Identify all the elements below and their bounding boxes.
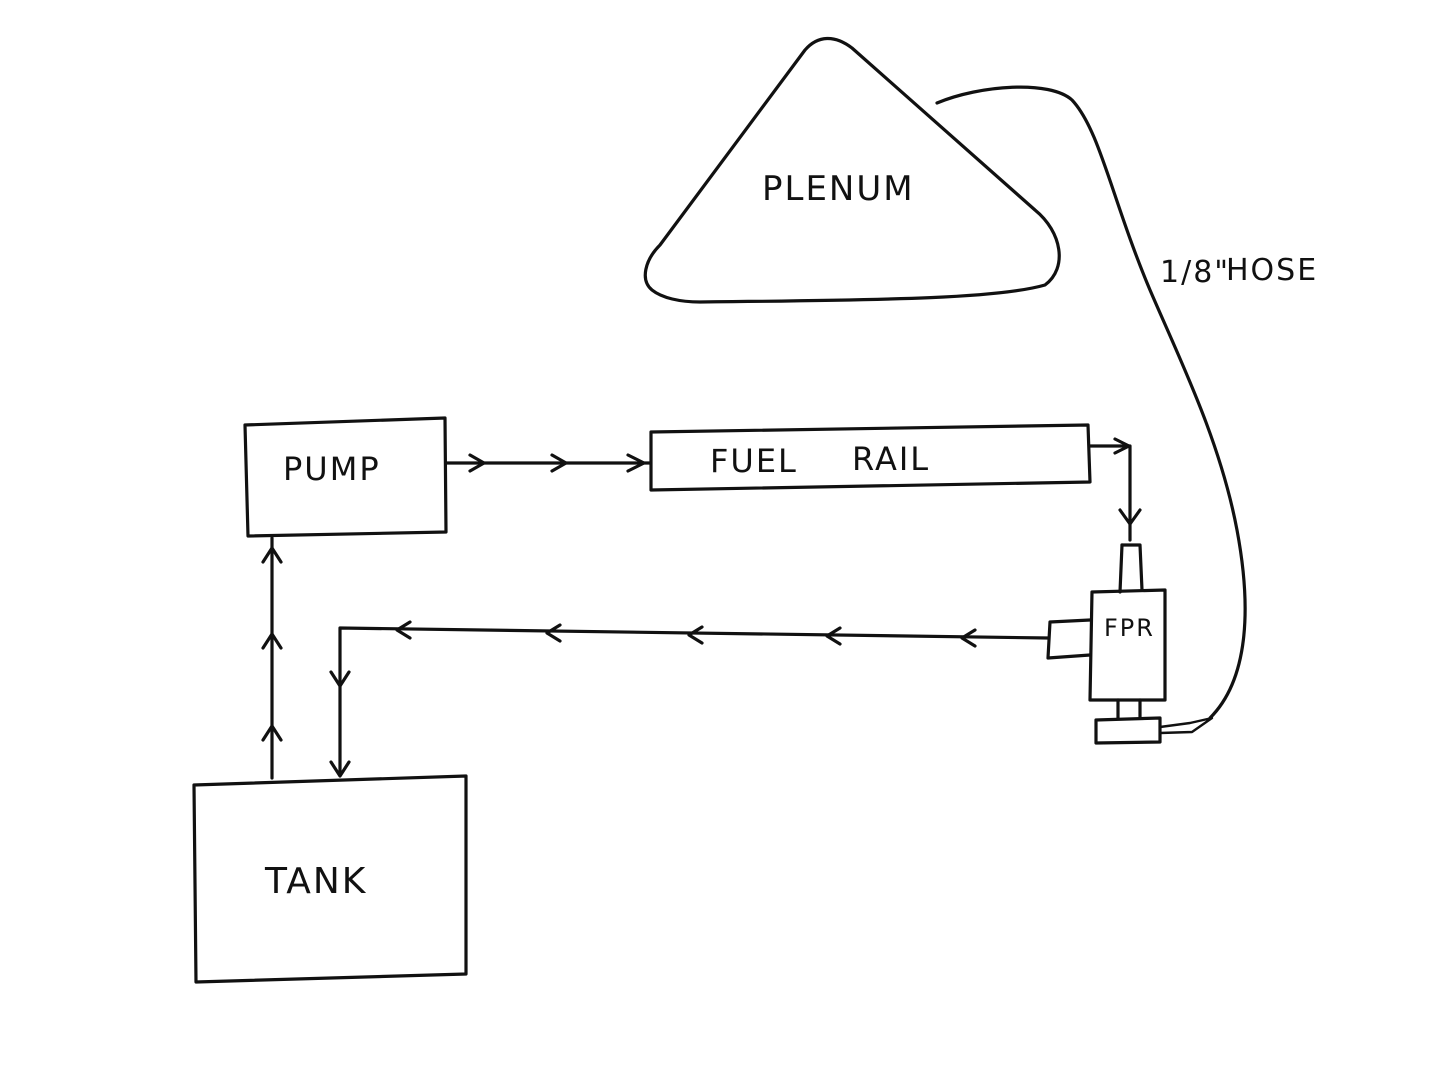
hose-fitting xyxy=(1158,716,1214,735)
rail-to-fpr-arrow-down xyxy=(1118,508,1142,526)
rail-to-fpr-line xyxy=(1088,444,1132,542)
hose-label: HOSE xyxy=(1226,253,1318,288)
rail-to-fpr-arrow-right xyxy=(1113,437,1131,455)
return-arrow-1 xyxy=(960,628,977,648)
tank-label: TANK xyxy=(264,861,367,902)
pump-to-rail-arrow-2 xyxy=(550,453,568,473)
tank-box xyxy=(192,774,468,984)
return-arrow-2 xyxy=(825,626,842,646)
fpr-inlet-nozzle-left xyxy=(1118,543,1124,594)
fuel-rail-label-rail: RAIL xyxy=(852,440,930,478)
fpr-return-port xyxy=(1046,618,1092,660)
return-arrow-6 xyxy=(329,670,351,688)
pump-to-rail-arrow-1 xyxy=(468,453,486,473)
fuel-rail-box xyxy=(649,423,1092,492)
supply-arrow-3 xyxy=(261,546,283,564)
fpr-bottom-stem xyxy=(1116,698,1142,720)
fpr-body xyxy=(1088,588,1167,702)
plenum-shape xyxy=(643,36,1061,304)
supply-arrow-2 xyxy=(261,632,283,650)
return-arrow-7 xyxy=(329,760,351,778)
fpr-label: FPR xyxy=(1104,614,1155,642)
plenum-label: PLENUM xyxy=(762,169,915,209)
return-arrow-5 xyxy=(395,620,412,640)
pump-to-rail-arrow-3 xyxy=(626,453,646,473)
fpr-vacuum-port xyxy=(1094,716,1162,745)
vacuum-hose xyxy=(935,85,1247,720)
pump-label: PUMP xyxy=(283,450,381,488)
hose-size-label: 1/8" xyxy=(1160,255,1230,290)
return-arrow-3 xyxy=(687,625,704,645)
pump-box xyxy=(243,416,448,538)
return-arrow-4 xyxy=(545,623,562,643)
fuel-rail-label-fuel: FUEL xyxy=(710,442,798,480)
return-line xyxy=(338,626,1050,777)
supply-arrow-1 xyxy=(261,724,283,742)
fpr-inlet-nozzle xyxy=(1120,543,1144,592)
